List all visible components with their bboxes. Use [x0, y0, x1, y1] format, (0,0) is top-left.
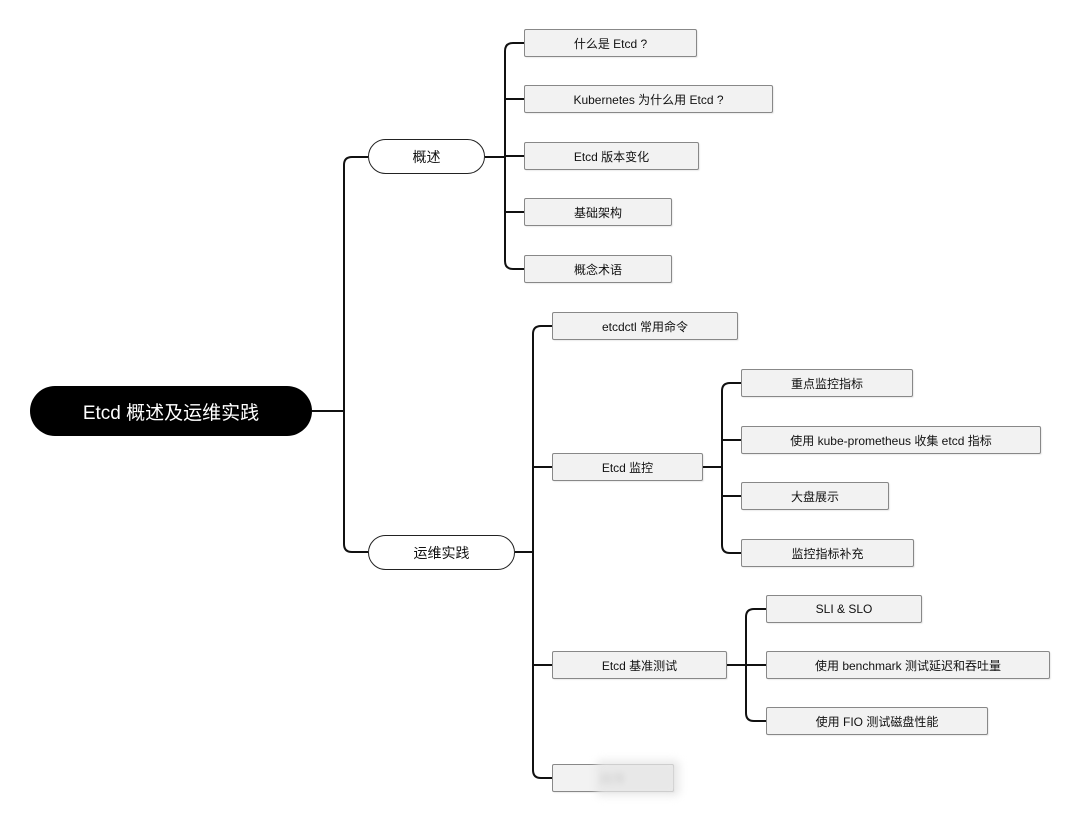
connector-overview-spine	[504, 42, 524, 270]
branch-ops-label: 运维实践	[413, 544, 470, 561]
leaf-etcd-versions[interactable]: Etcd 版本变化	[524, 142, 699, 170]
leaf-label: 基础架构	[573, 205, 622, 220]
leaf-etcdctl-commands[interactable]: etcdctl 常用命令	[552, 312, 738, 340]
leaf-benchmark-latency[interactable]: 使用 benchmark 测试延迟和吞吐量	[766, 651, 1050, 679]
leaf-etcd-monitoring[interactable]: Etcd 监控	[552, 453, 703, 481]
leaf-dashboard[interactable]: 大盘展示	[741, 482, 889, 510]
leaf-label: 大盘展示	[790, 489, 839, 504]
leaf-label: 使用 kube-prometheus 收集 etcd 指标	[790, 433, 992, 448]
leaf-etcd-benchmark[interactable]: Etcd 基准测试	[552, 651, 727, 679]
connector-monitor-spine	[721, 382, 741, 554]
leaf-label: 使用 benchmark 测试延迟和吞吐量	[814, 658, 1002, 673]
leaf-what-is-etcd[interactable]: 什么是 Etcd ?	[524, 29, 697, 57]
connector-root-to-ops	[343, 411, 368, 553]
leaf-key-metrics[interactable]: 重点监控指标	[741, 369, 913, 397]
leaf-metric-supplement[interactable]: 监控指标补充	[741, 539, 914, 567]
branch-ops-practice[interactable]: 运维实践	[368, 535, 515, 570]
leaf-kube-prometheus[interactable]: 使用 kube-prometheus 收集 etcd 指标	[741, 426, 1041, 454]
connector-ops-spine-bottom	[532, 552, 552, 779]
connector-ops-spine-top	[532, 325, 552, 552]
root-node[interactable]: Etcd 概述及运维实践	[30, 386, 312, 436]
leaf-sli-slo[interactable]: SLI & SLO	[766, 595, 922, 623]
leaf-label: 监控指标补充	[791, 546, 864, 561]
leaf-label: 什么是 Etcd ?	[573, 36, 648, 51]
leaf-architecture[interactable]: 基础架构	[524, 198, 672, 226]
leaf-label: Etcd 监控	[601, 460, 654, 475]
leaf-label: Etcd 基准测试	[601, 658, 678, 673]
leaf-fio-disk[interactable]: 使用 FIO 测试磁盘性能	[766, 707, 988, 735]
leaf-label: Etcd 版本变化	[573, 149, 650, 164]
leaf-label: etcdctl 常用命令	[601, 319, 689, 334]
leaf-why-kubernetes-etcd[interactable]: Kubernetes 为什么用 Etcd ?	[524, 85, 773, 113]
leaf-label: SLI & SLO	[815, 602, 873, 616]
connector-root-to-overview	[343, 156, 368, 411]
leaf-concepts[interactable]: 概念术语	[524, 255, 672, 283]
root-label: Etcd 概述及运维实践	[82, 402, 260, 424]
leaf-label: Kubernetes 为什么用 Etcd ?	[573, 92, 724, 107]
branch-overview-label: 概述	[412, 148, 441, 165]
connector-benchmark-spine	[745, 608, 766, 722]
branch-overview[interactable]: 概述	[368, 139, 485, 174]
leaf-label: 重点监控指标	[790, 376, 863, 391]
blur-overlay	[596, 760, 680, 796]
leaf-label: 概念术语	[573, 262, 622, 277]
leaf-label: 使用 FIO 测试磁盘性能	[815, 714, 939, 729]
